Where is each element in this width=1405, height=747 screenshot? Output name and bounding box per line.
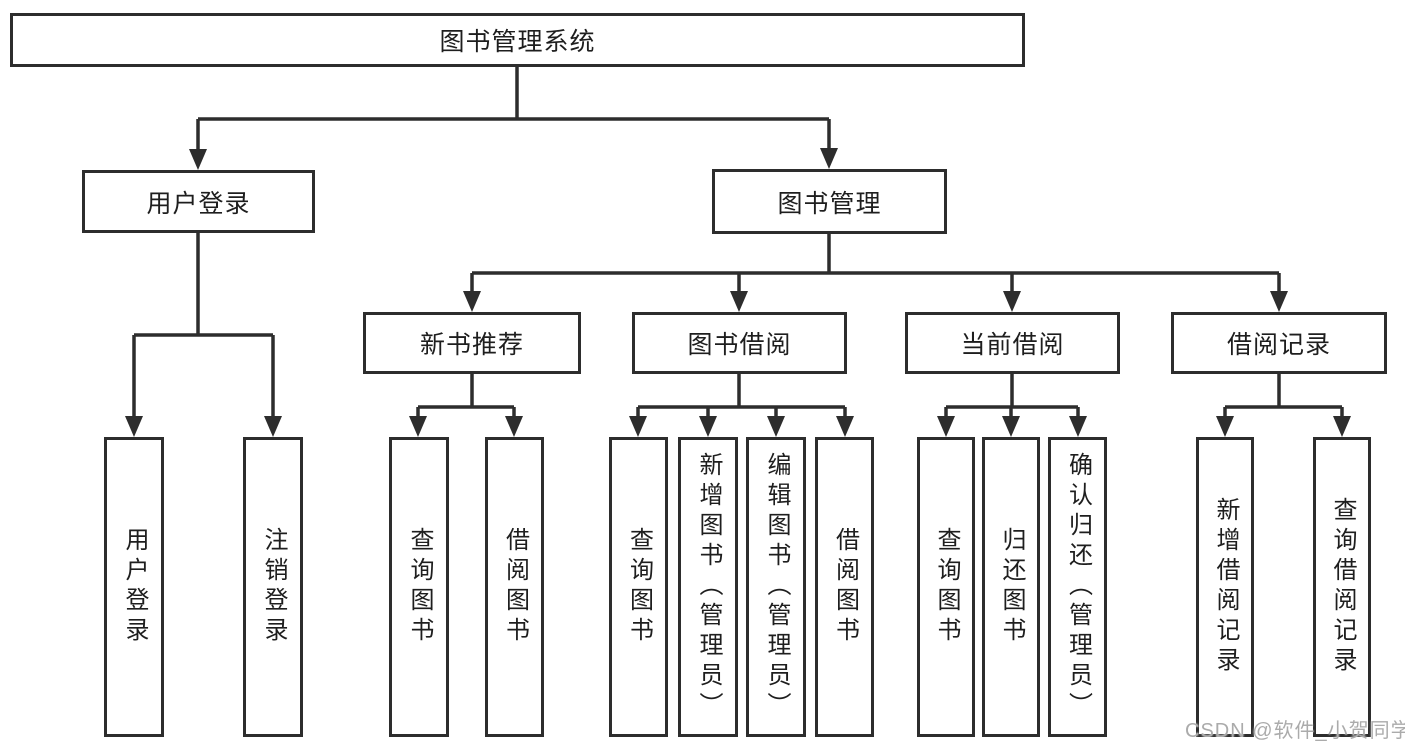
- leaf-query-borrow-record: 查询借阅记录: [1313, 437, 1371, 737]
- node-borrowing-records: 借阅记录: [1171, 312, 1387, 374]
- node-new-book-recommend: 新书推荐: [363, 312, 581, 374]
- leaf-add-borrow-record: 新增借阅记录: [1196, 437, 1254, 737]
- csdn-watermark: CSDN @软件_小贺同学: [1185, 720, 1405, 742]
- leaf-logout: 注销登录: [243, 437, 303, 737]
- arrowheads: [125, 148, 1351, 437]
- leaf-query-books-recommend: 查询图书: [389, 437, 449, 737]
- leaf-edit-book-admin: 编辑图书（管理员）: [746, 437, 806, 737]
- node-book-management: 图书管理: [712, 169, 947, 234]
- leaf-return-books: 归还图书: [982, 437, 1040, 737]
- leaf-query-books-borrowing: 查询图书: [609, 437, 668, 737]
- leaf-user-login: 用户登录: [104, 437, 164, 737]
- node-current-borrowing: 当前借阅: [905, 312, 1120, 374]
- leaf-borrow-books-borrowing: 借阅图书: [815, 437, 874, 737]
- leaf-confirm-return-admin: 确认归还（管理员）: [1048, 437, 1107, 737]
- tree-edges: [132, 67, 1344, 419]
- leaf-borrow-books-recommend: 借阅图书: [485, 437, 544, 737]
- node-book-borrowing: 图书借阅: [632, 312, 847, 374]
- node-user-login: 用户登录: [82, 170, 315, 233]
- leaf-add-book-admin: 新增图书（管理员）: [678, 437, 738, 737]
- leaf-query-books-current: 查询图书: [917, 437, 975, 737]
- node-library-management-system: 图书管理系统: [10, 13, 1025, 67]
